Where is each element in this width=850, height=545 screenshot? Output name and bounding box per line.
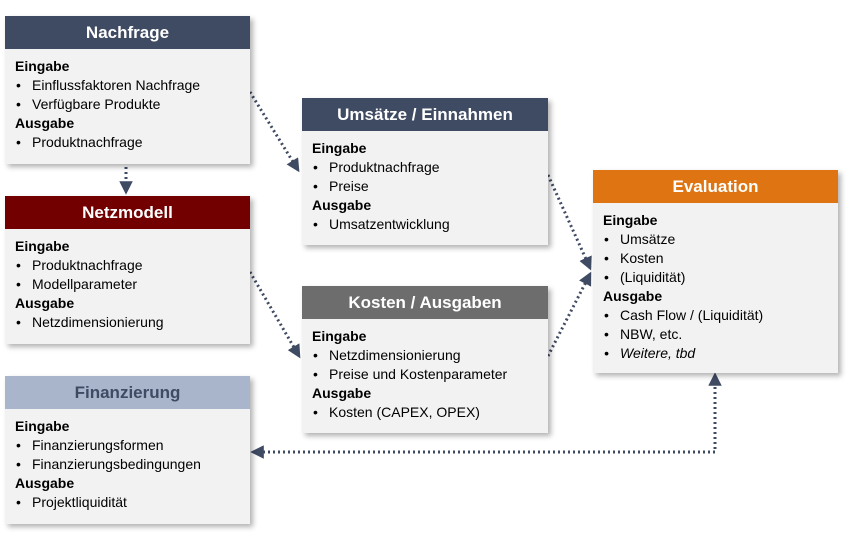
output-label: Ausgabe (15, 295, 75, 311)
output-list: Projektliquidität (15, 493, 240, 512)
list-item: Kosten (CAPEX, OPEX) (312, 403, 538, 422)
list-item: Preise und Kostenparameter (312, 365, 538, 384)
input-list: Produktnachfrage Preise (312, 158, 538, 196)
output-list: Umsatzentwicklung (312, 215, 538, 234)
box-title: Finanzierung (5, 376, 250, 409)
input-list: Produktnachfrage Modellparameter (15, 256, 240, 294)
arrow-kosten-to-evaluation (546, 271, 592, 357)
output-label: Ausgabe (15, 475, 75, 491)
list-item: Modellparameter (15, 275, 240, 294)
list-item: Weitere, tbd (603, 344, 828, 363)
output-label: Ausgabe (312, 197, 372, 213)
list-item: Verfügbare Produkte (15, 95, 240, 114)
box-title: Netzmodell (5, 196, 250, 229)
arrow-netzmodell-to-kosten (248, 271, 301, 359)
input-label: Eingabe (15, 238, 70, 254)
list-item: Umsätze (603, 230, 828, 249)
box-title: Nachfrage (5, 16, 250, 49)
input-list: Netzdimensionierung Preise und Kostenpar… (312, 346, 538, 384)
list-item: Finanzierungsformen (15, 436, 240, 455)
output-label: Ausgabe (312, 385, 372, 401)
input-label: Eingabe (312, 140, 367, 156)
list-item: Finanzierungsbedingungen (15, 455, 240, 474)
arrow-nachfrage-to-umsaetze (248, 91, 300, 173)
box-finanzierung: Finanzierung Eingabe Finanzierungsformen… (5, 376, 250, 524)
list-item: Produktnachfrage (15, 256, 240, 275)
input-list: Finanzierungsformen Finanzierungsbedingu… (15, 436, 240, 474)
list-item: Netzdimensionierung (15, 313, 240, 332)
input-label: Eingabe (15, 58, 70, 74)
input-list: Einflussfaktoren Nachfrage Verfügbare Pr… (15, 76, 240, 114)
output-list: Produktnachfrage (15, 133, 240, 152)
box-netzmodell: Netzmodell Eingabe Produktnachfrage Mode… (5, 196, 250, 344)
input-label: Eingabe (603, 212, 658, 228)
list-item: Netzdimensionierung (312, 346, 538, 365)
box-title: Umsätze / Einnahmen (302, 98, 548, 131)
input-label: Eingabe (312, 328, 367, 344)
list-item: Cash Flow / (Liquidität) (603, 306, 828, 325)
box-evaluation: Evaluation Eingabe Umsätze Kosten (Liqui… (593, 170, 838, 373)
list-item: Projektliquidität (15, 493, 240, 512)
box-umsaetze: Umsätze / Einnahmen Eingabe Produktnachf… (302, 98, 548, 245)
output-list: Kosten (CAPEX, OPEX) (312, 403, 538, 422)
list-item: Umsatzentwicklung (312, 215, 538, 234)
input-label: Eingabe (15, 418, 70, 434)
output-label: Ausgabe (15, 115, 75, 131)
output-list: Cash Flow / (Liquidität) NBW, etc. Weite… (603, 306, 828, 363)
list-item: Produktnachfrage (312, 158, 538, 177)
arrow-umsaetze-to-evaluation (546, 174, 592, 271)
list-item: Produktnachfrage (15, 133, 240, 152)
box-nachfrage: Nachfrage Eingabe Einflussfaktoren Nachf… (5, 16, 250, 164)
list-item: (Liquidität) (603, 268, 828, 287)
list-item: Einflussfaktoren Nachfrage (15, 76, 240, 95)
list-item: Kosten (603, 249, 828, 268)
input-list: Umsätze Kosten (Liquidität) (603, 230, 828, 287)
list-item: Preise (312, 177, 538, 196)
box-title: Evaluation (593, 170, 838, 203)
box-kosten: Kosten / Ausgaben Eingabe Netzdimensioni… (302, 286, 548, 433)
output-label: Ausgabe (603, 288, 663, 304)
output-list: Netzdimensionierung (15, 313, 240, 332)
list-item: NBW, etc. (603, 325, 828, 344)
box-title: Kosten / Ausgaben (302, 286, 548, 319)
